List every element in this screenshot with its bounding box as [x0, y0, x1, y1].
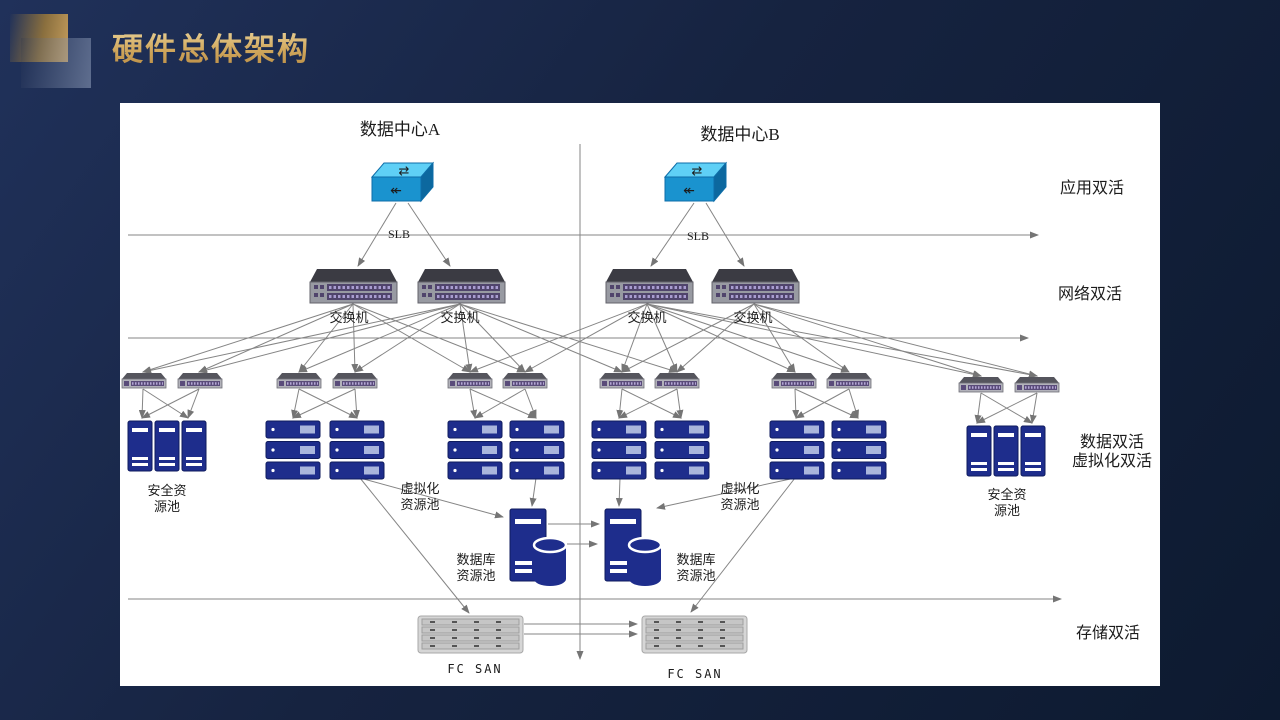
slb-switch-icon-b: ⇄ ↞ [663, 161, 728, 203]
security-pool-a-label-line2: 源池 [154, 499, 180, 514]
datacenter-a-title: 数据中心A [360, 120, 441, 139]
security-pool-a-servers [127, 420, 207, 472]
san-label-b: FC SAN [667, 667, 722, 681]
database-pool-b-label-line2: 资源池 [676, 568, 715, 583]
virtualization-pool-b-label-line2: 资源池 [720, 497, 759, 512]
security-pool-b-label-line2: 源池 [994, 503, 1020, 518]
switch-label-a1: 交换机 [329, 310, 368, 325]
layer-label-storage: 存储双活 [1076, 624, 1140, 642]
security-pool-a-label-line1: 安全资 [147, 483, 186, 498]
core-switch-icon-a2 [417, 269, 506, 304]
access-switch-row [121, 373, 1060, 393]
rack-server-stacks [265, 420, 887, 480]
layer-label-network: 网络双活 [1058, 284, 1122, 303]
fc-san-storage-icon-b [641, 615, 748, 654]
core-switch-icon-b2 [711, 269, 800, 304]
virtualization-pool-b-label-line1: 虚拟化 [720, 481, 759, 496]
database-pool-a-label-line2: 资源池 [456, 568, 495, 583]
core-switch-icon-a1 [309, 269, 398, 304]
database-pool-b-label-line1: 数据库 [676, 552, 715, 567]
switch-label-b2: 交换机 [733, 310, 772, 325]
slb-switch-icon-a: ⇄ ↞ [370, 161, 435, 203]
database-pool-a-label-line1: 数据库 [456, 552, 495, 567]
layer-label-data: 数据双活 [1080, 433, 1144, 451]
slb-label-a: SLB [388, 227, 410, 241]
virtualization-pool-a-label-line1: 虚拟化 [400, 481, 439, 496]
decor-square-blue [21, 38, 91, 88]
svg-text:↞: ↞ [390, 183, 402, 199]
fc-san-storage-icon-a [417, 615, 524, 654]
san-label-a: FC SAN [447, 662, 502, 676]
datacenter-b-title: 数据中心B [700, 125, 779, 144]
virtualization-pool-a-label-line2: 资源池 [400, 497, 439, 512]
switch-label-a2: 交换机 [440, 310, 479, 325]
connection-lines [128, 144, 1062, 660]
architecture-diagram: ⇄ ↞ ⇄ ↞ [121, 120, 1152, 681]
svg-text:⇄: ⇄ [399, 164, 410, 179]
layer-label-application: 应用双活 [1060, 178, 1124, 197]
core-switch-icon-b1 [605, 269, 694, 304]
slb-label-b: SLB [687, 229, 709, 243]
security-pool-b-servers [966, 425, 1046, 477]
switch-label-b1: 交换机 [627, 310, 666, 325]
core-switch-icons [309, 269, 800, 304]
database-server-icon-a [509, 508, 568, 586]
database-server-icon-b [604, 508, 663, 586]
slide-title: 硬件总体架构 [112, 24, 310, 69]
svg-text:↞: ↞ [683, 183, 695, 199]
layer-label-virtualization: 虚拟化双活 [1072, 452, 1152, 470]
svg-text:⇄: ⇄ [692, 164, 703, 179]
security-pool-b-label-line1: 安全资 [987, 487, 1026, 502]
diagram-panel: ⇄ ↞ ⇄ ↞ [120, 103, 1160, 686]
